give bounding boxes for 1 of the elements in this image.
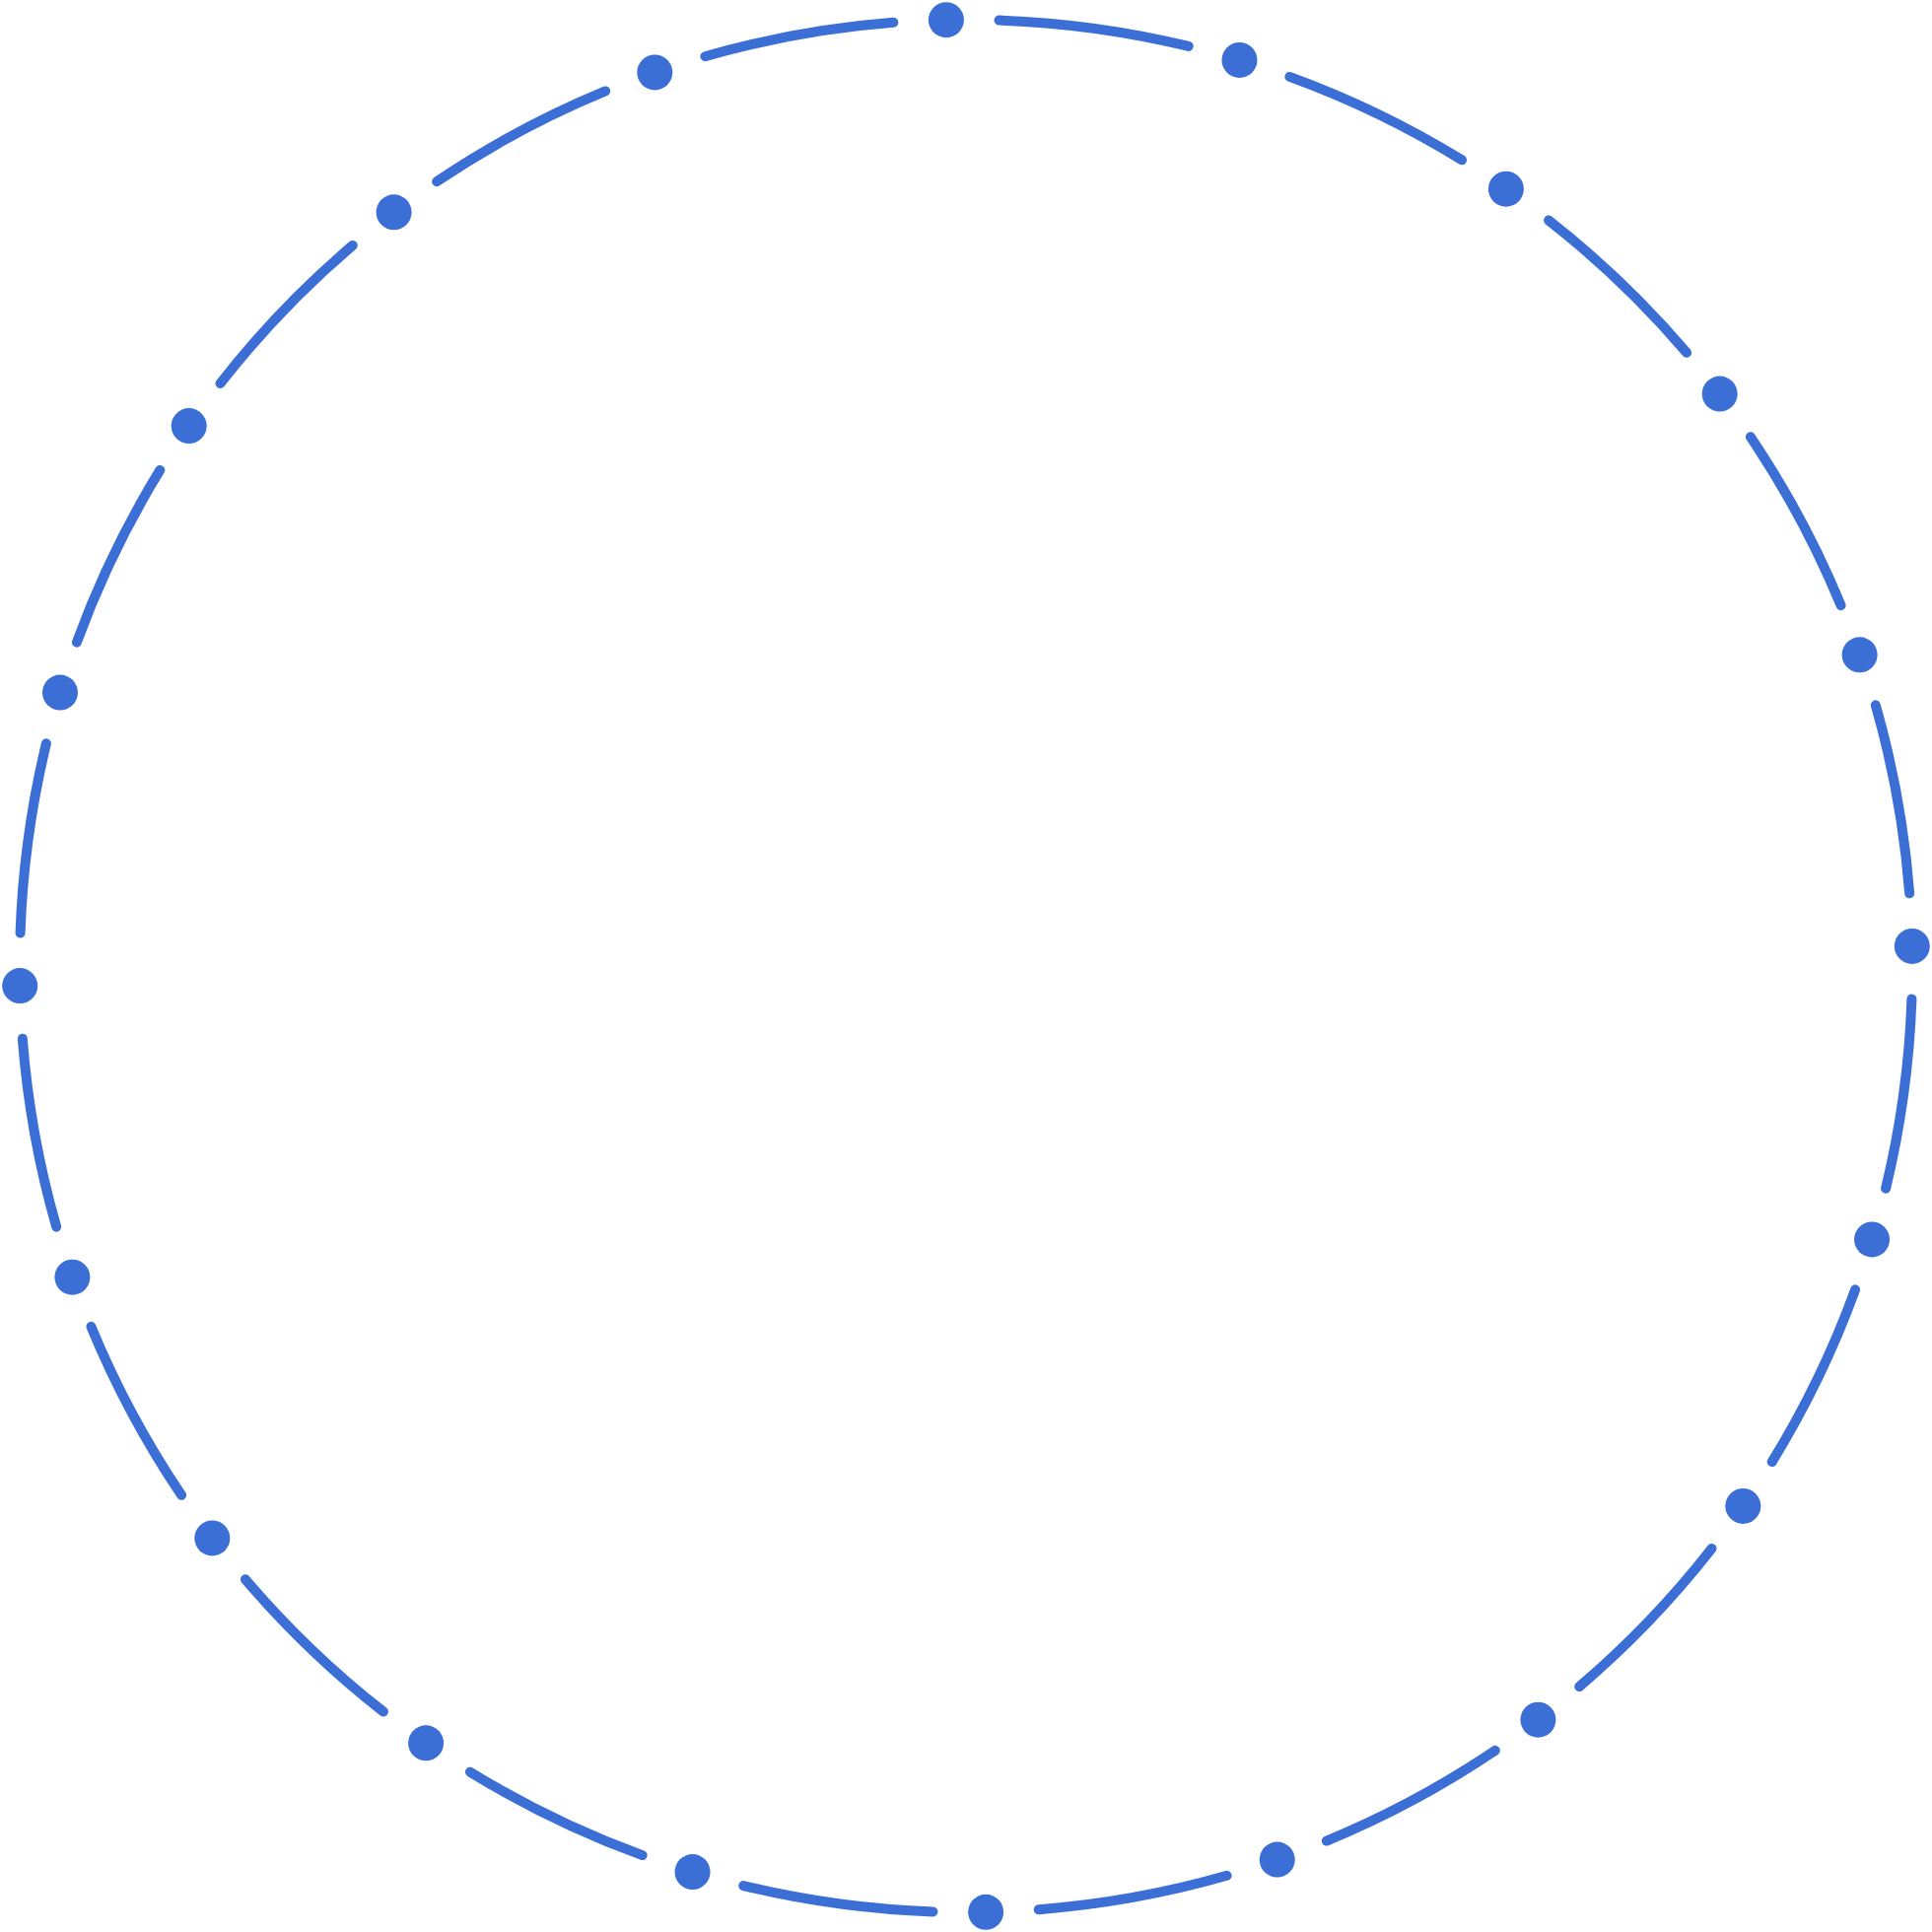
dotted-circle-drawing bbox=[2, 2, 1930, 1930]
